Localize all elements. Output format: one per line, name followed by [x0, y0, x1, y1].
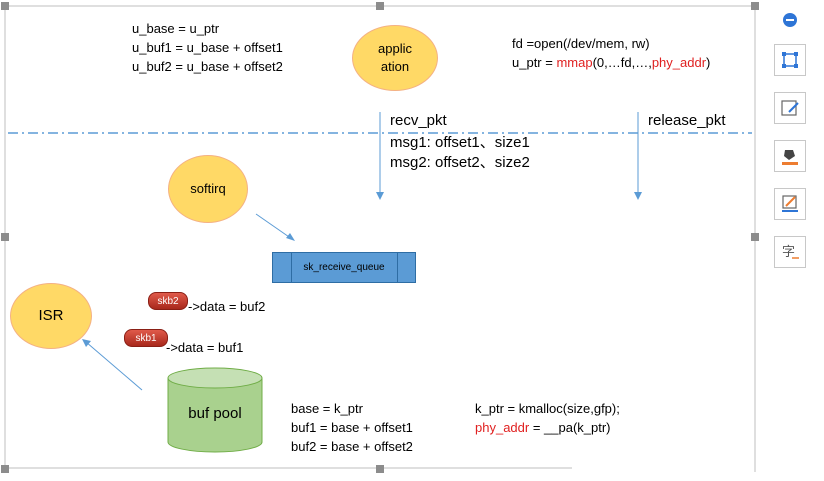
- skb1-data-label: ->data = buf1: [166, 340, 244, 355]
- release-pkt-label: release_pkt: [648, 112, 726, 129]
- user-code-line: u_buf2 = u_base + offset2: [132, 59, 283, 74]
- open-code-line: fd =open(/dev/mem, rw): [512, 36, 650, 51]
- skb2-data-label: ->data = buf2: [188, 299, 266, 314]
- msg1-label: msg1: offset1、size1: [390, 134, 530, 151]
- resize-handle[interactable]: [751, 233, 759, 241]
- edit-shape-icon: [781, 100, 799, 116]
- isr-label: ISR: [38, 307, 64, 324]
- softirq-node[interactable]: softirq: [168, 155, 248, 223]
- kernel-code-line: base = k_ptr: [291, 401, 363, 416]
- mmap-code-prefix: u_ptr =: [512, 55, 557, 70]
- skb1-badge[interactable]: skb1: [124, 329, 168, 347]
- text-options-button[interactable]: 字: [774, 236, 806, 268]
- sk-receive-queue[interactable]: sk_receive_queue: [272, 252, 416, 283]
- resize-handle[interactable]: [1, 233, 9, 241]
- user-code-line: u_base = u_ptr: [132, 21, 220, 36]
- line-color-icon: [782, 195, 798, 212]
- skb2-badge[interactable]: skb2: [148, 292, 188, 310]
- buf-pool-cylinder: [167, 367, 263, 453]
- svg-text:字: 字: [782, 245, 795, 260]
- resize-handle[interactable]: [1, 2, 9, 10]
- kernel-code-line: buf2 = base + offset2: [291, 439, 413, 454]
- resize-handle[interactable]: [1, 465, 9, 473]
- pa-code-line: phy_addr = __pa(k_ptr): [475, 419, 611, 437]
- recv-pkt-label: recv_pkt: [390, 112, 447, 129]
- resize-handle[interactable]: [376, 465, 384, 473]
- fill-color-button[interactable]: [774, 140, 806, 172]
- application-label: ation: [380, 59, 410, 74]
- phy-addr-keyword: phy_addr: [475, 420, 530, 435]
- application-node[interactable]: applic ation: [352, 25, 438, 91]
- fill-color-icon: [782, 150, 798, 165]
- edit-shape-button[interactable]: [774, 92, 806, 124]
- text-options-icon: 字: [782, 245, 799, 260]
- isr-node[interactable]: ISR: [10, 283, 92, 349]
- pa-code-rest: = __pa(k_ptr): [529, 420, 611, 435]
- resize-handle[interactable]: [376, 2, 384, 10]
- mmap-close: ): [706, 55, 711, 70]
- mmap-args: (0,…fd,…,: [592, 55, 652, 70]
- mmap-code-line: u_ptr = mmap(0,…fd,…,phy_addr): [512, 54, 710, 72]
- phy-addr-keyword: phy_addr: [651, 55, 707, 70]
- user-code-line: u_buf1 = u_base + offset1: [132, 40, 283, 55]
- selection-frame: [4, 5, 756, 472]
- mmap-keyword: mmap: [556, 55, 593, 70]
- sk-receive-queue-label: sk_receive_queue: [303, 262, 385, 273]
- buf-pool-label: buf pool: [188, 405, 242, 422]
- msg2-label: msg2: offset2、size2: [390, 154, 530, 171]
- crop-icon: [782, 52, 798, 68]
- line-color-button[interactable]: [774, 188, 806, 220]
- resize-handle[interactable]: [751, 2, 759, 10]
- minus-circle-icon[interactable]: [781, 11, 799, 29]
- crop-button[interactable]: [774, 44, 806, 76]
- kmalloc-code-line: k_ptr = kmalloc(size,gfp);: [475, 401, 620, 416]
- application-label: applic: [378, 41, 412, 56]
- kernel-code-line: buf1 = base + offset1: [291, 420, 413, 435]
- softirq-label: softirq: [190, 181, 226, 196]
